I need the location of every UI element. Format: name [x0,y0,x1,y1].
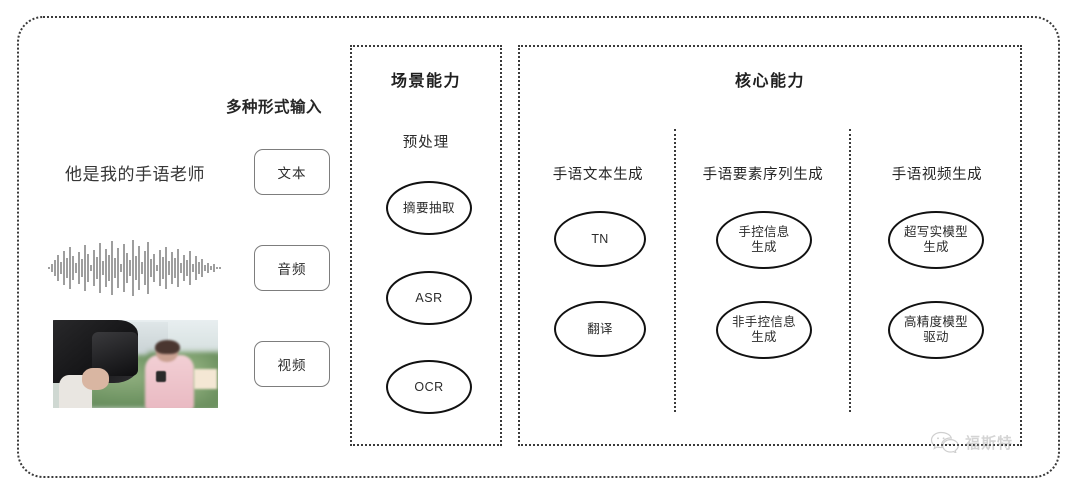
core-node-photoreal-model-line1: 超写实模型 [903,225,968,240]
core-capability-panel: 核心能力 手语文本生成 TN 翻译 手语要素序列生成 手控信息 生成 非手控信息 [518,45,1022,446]
audio-waveform-icon [48,240,221,296]
diagram-outer-frame [17,16,1060,478]
core-node-translation[interactable]: 翻译 [554,301,646,357]
core-column-1-header: 手语要素序列生成 [702,167,824,183]
core-panel-title: 核心能力 [734,73,805,90]
core-column-element-sequence: 手语要素序列生成 手控信息 生成 非手控信息 生成 [676,47,850,448]
wechat-icon [930,431,959,453]
core-node-manual-info-line2: 生成 [751,240,777,254]
text-sample: 他是我的手语老师 [65,164,205,184]
scene-node-summary-label: 摘要抽取 [402,200,455,215]
video-sample-holder [30,320,240,408]
core-node-highprecision-model[interactable]: 高精度模型 驱动 [888,301,984,359]
core-node-nonmanual-info[interactable]: 非手控信息 生成 [716,301,812,359]
core-column-text-generation: 手语文本生成 TN 翻译 [522,47,674,448]
input-row-text: 他是我的手语老师 文本 [30,139,330,205]
core-node-photoreal-model-line2: 生成 [923,240,949,254]
scene-node-summary[interactable]: 摘要抽取 [386,181,472,235]
text-sample-holder: 他是我的手语老师 [30,139,240,205]
scene-node-asr-label: ASR [415,290,443,305]
core-node-tn[interactable]: TN [554,211,646,267]
core-column-divider-1 [674,129,676,412]
input-row-video: 视频 [30,320,330,408]
core-column-2-header: 手语视频生成 [891,167,983,183]
input-row-audio: 音频 [30,235,330,301]
scene-panel-title: 场景能力 [390,73,461,90]
multi-input-label: 多种形式输入 [225,99,322,116]
video-thumbnail-image [52,320,218,408]
core-node-highprecision-model-line1: 高精度模型 [903,315,968,330]
scene-capability-panel: 场景能力 预处理 摘要抽取 ASR OCR [350,45,502,446]
scene-node-ocr-label: OCR [414,379,444,394]
core-node-manual-info[interactable]: 手控信息 生成 [716,211,812,269]
core-node-photoreal-model[interactable]: 超写实模型 生成 [888,211,984,269]
core-node-tn-line1: TN [591,231,609,246]
input-chip-text[interactable]: 文本 [254,149,330,195]
core-column-0-header: 手语文本生成 [552,167,644,183]
watermark-text: 福斯特 [965,434,1014,452]
core-node-nonmanual-info-line2: 生成 [751,330,777,344]
core-column-divider-2 [849,129,851,412]
core-node-highprecision-model-line2: 驱动 [923,330,949,344]
scene-node-ocr[interactable]: OCR [386,360,472,414]
input-area: 多种形式输入 他是我的手语老师 文本 [30,95,330,415]
input-chip-video[interactable]: 视频 [254,341,330,387]
scene-node-asr[interactable]: ASR [386,271,472,325]
core-node-nonmanual-info-line1: 非手控信息 [731,315,796,330]
input-chip-audio[interactable]: 音频 [254,245,330,291]
core-node-manual-info-line1: 手控信息 [738,225,790,240]
audio-sample-holder [30,235,240,301]
core-node-translation-line1: 翻译 [587,321,613,336]
watermark: 福斯特 [930,431,1013,453]
core-column-video-generation: 手语视频生成 超写实模型 生成 高精度模型 驱动 [852,47,1022,448]
scene-panel-subtitle: 预处理 [402,135,450,151]
